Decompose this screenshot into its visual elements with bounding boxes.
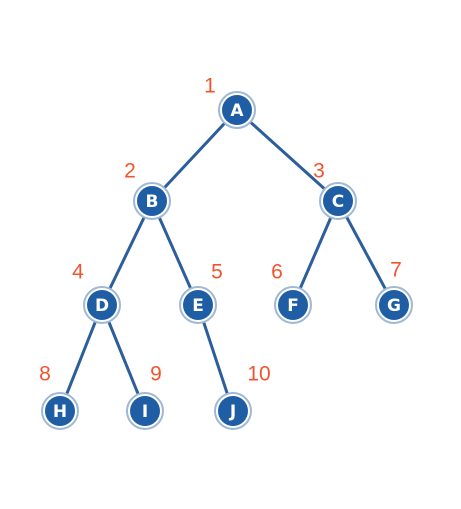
node-label: J [229,402,236,422]
node-label: B [146,192,159,212]
node-index-i: 9 [150,363,162,386]
node-label: G [387,296,401,316]
node-label: F [287,296,299,316]
edge-b-d [100,199,154,307]
node-label: I [142,402,148,422]
node-label: H [53,402,67,422]
tree-node-h: H [41,392,79,430]
node-circle [218,396,248,426]
node-circle [130,396,160,426]
node-index-a: 1 [204,75,216,98]
edge-d-h [58,303,104,413]
node-circle [45,396,75,426]
node-index-h: 8 [39,363,51,386]
node-circle [87,290,117,320]
tree-node-f: F [274,286,312,324]
tree-node-b: B [133,182,171,220]
edge-a-b [150,108,239,203]
node-label: E [192,296,204,316]
node-circle [183,290,213,320]
tree-node-g: G [375,286,413,324]
node-circle [379,290,409,320]
node-label: A [230,101,244,121]
node-circle [278,290,308,320]
node-circle [137,186,167,216]
node-index-c: 3 [313,160,325,183]
node-index-e: 5 [211,261,223,284]
tree-node-c: C [319,182,357,220]
node-index-f: 6 [271,261,283,284]
node-index-j: 10 [247,363,270,386]
tree-node-e: E [179,286,217,324]
node-index-d: 4 [72,261,84,284]
edge-a-c [235,108,340,203]
edge-c-g [336,199,396,307]
edge-d-i [100,303,147,413]
node-circle [222,95,252,125]
node-index-b: 2 [124,160,136,183]
tree-node-j: J [214,392,252,430]
nodes-layer: A B C D E F G H I J [41,91,413,430]
index-labels-layer: 1 2 3 4 5 6 7 8 9 10 [39,75,402,386]
node-label: C [332,192,344,212]
node-label: D [95,296,109,316]
tree-node-a: A [218,91,256,129]
tree-node-d: D [83,286,121,324]
node-index-g: 7 [390,259,402,282]
tree-node-i: I [126,392,164,430]
node-circle [323,186,353,216]
edges-layer [58,108,396,413]
